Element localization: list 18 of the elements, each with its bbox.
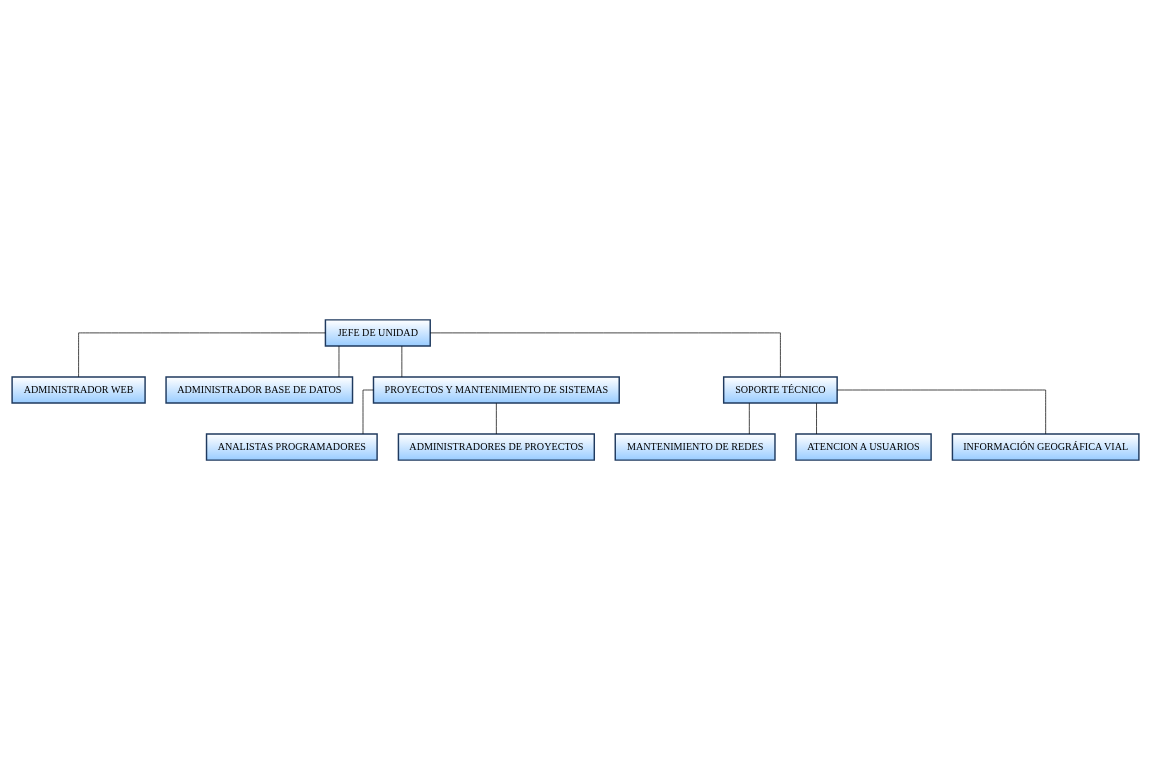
connector xyxy=(836,389,1046,434)
connector xyxy=(429,332,781,377)
connector xyxy=(748,402,750,434)
node-box: MANTENIMIENTO DE REDES xyxy=(614,432,776,461)
node-box: ADMINISTRADORES DE PROYECTOS xyxy=(397,432,595,461)
node-box: ADMINISTRADOR WEB xyxy=(11,375,146,404)
node-box: ADMINISTRADOR BASE DE DATOS xyxy=(165,375,354,404)
node-box: ANALISTAS PROGRAMADORES xyxy=(205,432,378,461)
connector xyxy=(816,402,817,434)
node-box: PROYECTOS Y MANTENIMIENTO DE SISTEMAS xyxy=(372,375,620,404)
node-box: INFORMACIÓN GEOGRÁFICA VIAL xyxy=(951,432,1140,461)
connector xyxy=(78,332,326,377)
connector xyxy=(496,402,497,434)
node-box: SOPORTE TÉCNICO xyxy=(722,375,838,404)
node-box: ATENCION A USUARIOS xyxy=(795,432,932,461)
node-box: JEFE DE UNIDAD xyxy=(324,318,431,347)
connector xyxy=(401,345,403,377)
connector xyxy=(362,389,374,434)
